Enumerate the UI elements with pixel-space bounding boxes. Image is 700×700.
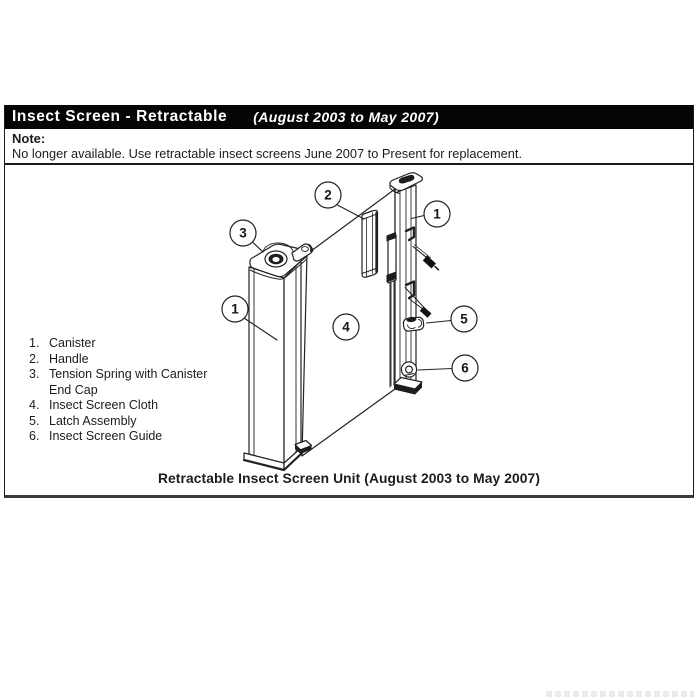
callout-5: 5: [425, 305, 478, 333]
note-box: Note: No longer available. Use retractab…: [5, 129, 693, 165]
rail-clip-lower: [404, 280, 416, 300]
parts-list-item: 6. Insect Screen Guide: [29, 429, 227, 445]
section-title: Insect Screen - Retractable: [12, 108, 228, 125]
part-label: Insect Screen Guide: [49, 429, 163, 443]
callout-6: 6: [417, 354, 479, 382]
part-number: 5.: [29, 413, 40, 428]
part-number: 3.: [29, 367, 40, 381]
part-label: Insect Screen Cloth: [49, 398, 159, 412]
parts-list-item: 2. Handle: [29, 352, 227, 368]
part-number: 4.: [29, 398, 40, 412]
latch-striker-strip-drawing: [386, 232, 397, 388]
callout-number: 1: [231, 302, 239, 317]
part-number: 2.: [29, 351, 40, 366]
screw-icon: [412, 244, 440, 271]
diagram-area: 1. Canister 2. Handle 3. Tension Spring …: [5, 165, 693, 501]
screen-guide-drawing: [400, 361, 418, 378]
callout-4: 4: [332, 313, 360, 341]
part-label: Tension Spring with Canister End Cap: [49, 367, 208, 397]
part-label: Latch Assembly: [49, 413, 137, 428]
handle-drawing: [361, 209, 379, 278]
parts-list-item: 3. Tension Spring with Canister End Cap: [29, 367, 227, 398]
callout-number: 6: [461, 361, 469, 376]
guide-rail-drawing: [389, 172, 424, 395]
parts-list: 1. Canister 2. Handle 3. Tension Spring …: [29, 336, 227, 445]
parts-list-item: 1. Canister: [29, 336, 227, 352]
section-date-range: (August 2003 to May 2007): [253, 109, 440, 125]
callout-3: 3: [229, 219, 264, 253]
part-label: Handle: [49, 351, 89, 366]
diagram-caption: Retractable Insect Screen Unit (August 2…: [157, 471, 541, 486]
callout-number: 4: [342, 320, 350, 335]
parts-list-item: 4. Insect Screen Cloth: [29, 398, 227, 414]
callout-number: 5: [460, 312, 468, 327]
rail-clip-upper: [404, 226, 416, 242]
section-header-bar: Insect Screen - Retractable (August 2003…: [5, 105, 693, 129]
callout-number: 3: [239, 226, 247, 241]
note-label: Note:: [12, 131, 46, 146]
note-text: No longer available. Use retractable ins…: [12, 146, 523, 161]
screw-icon: [419, 306, 432, 318]
part-number: 1.: [29, 336, 40, 350]
part-number: 6.: [29, 429, 40, 443]
latch-assembly-drawing: [402, 287, 432, 332]
part-label: Canister: [49, 336, 96, 350]
callout-number: 1: [433, 207, 441, 222]
parts-list-item: 5. Latch Assembly: [29, 414, 227, 430]
callout-1-right: 1: [410, 200, 451, 228]
callout-1-left: 1: [221, 295, 278, 341]
faint-watermark-strip: [546, 691, 694, 697]
callout-2: 2: [314, 181, 365, 220]
callout-number: 2: [324, 188, 332, 203]
cap-tab: [291, 243, 314, 262]
cloth-foot-drawing: [294, 439, 313, 454]
exploded-view-diagram: 3 2 1 1 4: [221, 172, 479, 472]
manual-page-frame: Insect Screen - Retractable (August 2003…: [4, 105, 694, 498]
